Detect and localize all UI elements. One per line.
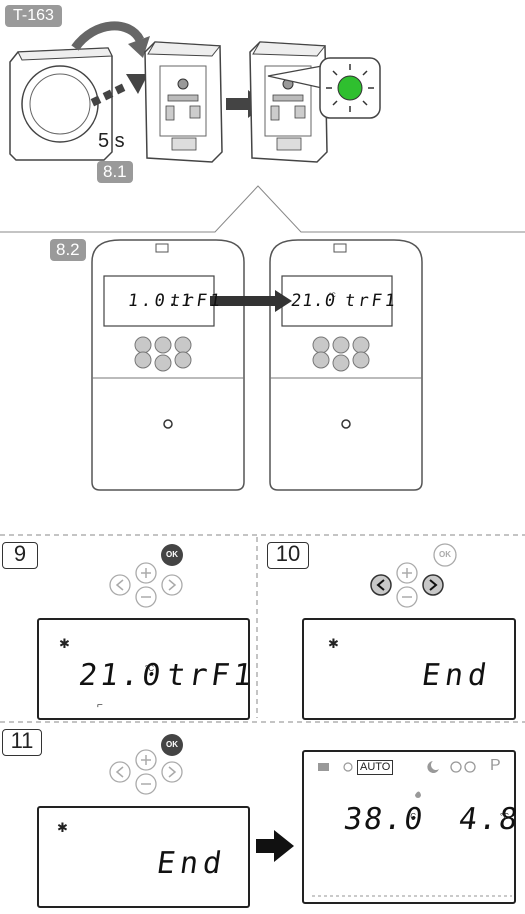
temp-right-unit: °C: [500, 812, 509, 821]
step-9-ok-button[interactable]: OK: [166, 550, 178, 559]
buttons-step-10: [370, 543, 457, 608]
buttons-step-9: [109, 544, 183, 608]
arrow-8-2: [210, 290, 292, 312]
step-10-ok-button[interactable]: OK: [439, 550, 451, 559]
display-after-code: trF1: [343, 291, 400, 311]
step-8-2-badge: 8.2: [50, 239, 86, 261]
document-code-badge: T-163: [5, 5, 62, 27]
controller-left: [91, 239, 245, 491]
final-display: AUTO P 38.0 °C 4.8 °C: [302, 750, 522, 904]
dashed-arrow: [90, 74, 148, 107]
step-11-ok-button[interactable]: OK: [166, 740, 178, 749]
floor-sensor-icon: ⌐: [97, 700, 103, 711]
program-label: P: [490, 757, 501, 774]
auto-mode-label: AUTO: [357, 760, 394, 775]
wrench-icon: ✱: [57, 820, 68, 835]
thermostat-device: [9, 47, 113, 161]
buttons-step-11: [109, 734, 183, 795]
step-9-unit: °C: [145, 664, 154, 673]
temp-left-unit: °C: [407, 812, 416, 821]
step-9-display: ✱ 21.0 °C trF1 ⌐: [37, 618, 258, 720]
curved-arrow: [71, 21, 145, 51]
step-10-number: 10: [267, 542, 309, 569]
step-10-text: End: [419, 658, 494, 693]
zoom-divider: [0, 185, 525, 233]
step-9-code: trF1: [164, 658, 258, 693]
controller-right: [269, 239, 423, 491]
back-plate-1: [144, 41, 223, 163]
temp-right: 4.8: [456, 802, 522, 837]
final-display-icons: [312, 761, 512, 897]
step-11-display: ✱ End: [37, 806, 250, 908]
display-after-unit: °C: [329, 293, 336, 299]
arrow-step-11: [256, 830, 294, 862]
step-8-1-badge: 8.1: [97, 161, 133, 183]
led-rays: [326, 64, 374, 112]
step-11-text: End: [154, 846, 229, 881]
step-9-number: 9: [2, 542, 38, 569]
wrench-icon: ✱: [59, 636, 70, 651]
hold-time-label: 5 s: [98, 130, 125, 152]
led-green-icon: [337, 75, 363, 101]
step-10-display: ✱ End: [302, 618, 516, 720]
wrench-icon: ✱: [328, 636, 339, 651]
display-before-code: trF1: [168, 291, 225, 311]
step-11-number: 11: [2, 729, 42, 756]
back-plate-2: [249, 41, 328, 163]
